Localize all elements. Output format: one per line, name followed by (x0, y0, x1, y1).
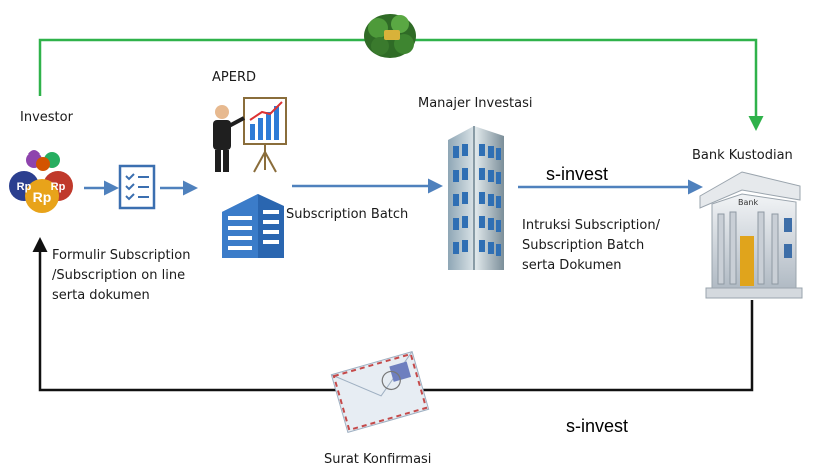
manajer-investasi-label: Manajer Investasi (418, 96, 533, 111)
coin-label: Rp (17, 181, 32, 193)
text-line: Intruksi Subscription/ (522, 218, 660, 233)
system-label: s-invest (566, 416, 628, 436)
bank-icon: Bank (699, 171, 803, 299)
text-line: serta Dokumen (522, 258, 622, 273)
investor-label: Investor (20, 110, 73, 125)
envelope-icon (330, 350, 430, 434)
tower-building-icon (448, 126, 504, 270)
coin-label: Rp (51, 181, 66, 193)
checklist-icon (118, 164, 156, 210)
surat-konfirmasi-label: Surat Konfirmasi (324, 452, 432, 467)
money-bundle-icon (364, 14, 416, 58)
text-line: Subscription Batch (522, 238, 645, 253)
subscription-batch-label: Subscription Batch (286, 207, 409, 222)
instruksi-subscription-label: Intruksi Subscription/ Subscription Batc… (522, 216, 660, 276)
office-building-icon (222, 194, 284, 258)
system-label: s-invest (546, 164, 608, 184)
bank-sign: Bank (738, 198, 758, 207)
bank-kustodian-label: Bank Kustodian (692, 148, 793, 163)
formulir-subscription-label: Formulir Subscription /Subscription on l… (52, 246, 190, 306)
aperd-label: APERD (212, 70, 256, 85)
presenter-icon (213, 97, 287, 173)
text-line: serta dokumen (52, 288, 150, 303)
text-line: Formulir Subscription (52, 248, 191, 263)
money-bag-icon: Rp Rp Rp (9, 150, 73, 213)
text-line: /Subscription on line (52, 268, 186, 283)
coin-label: Rp (33, 189, 52, 205)
